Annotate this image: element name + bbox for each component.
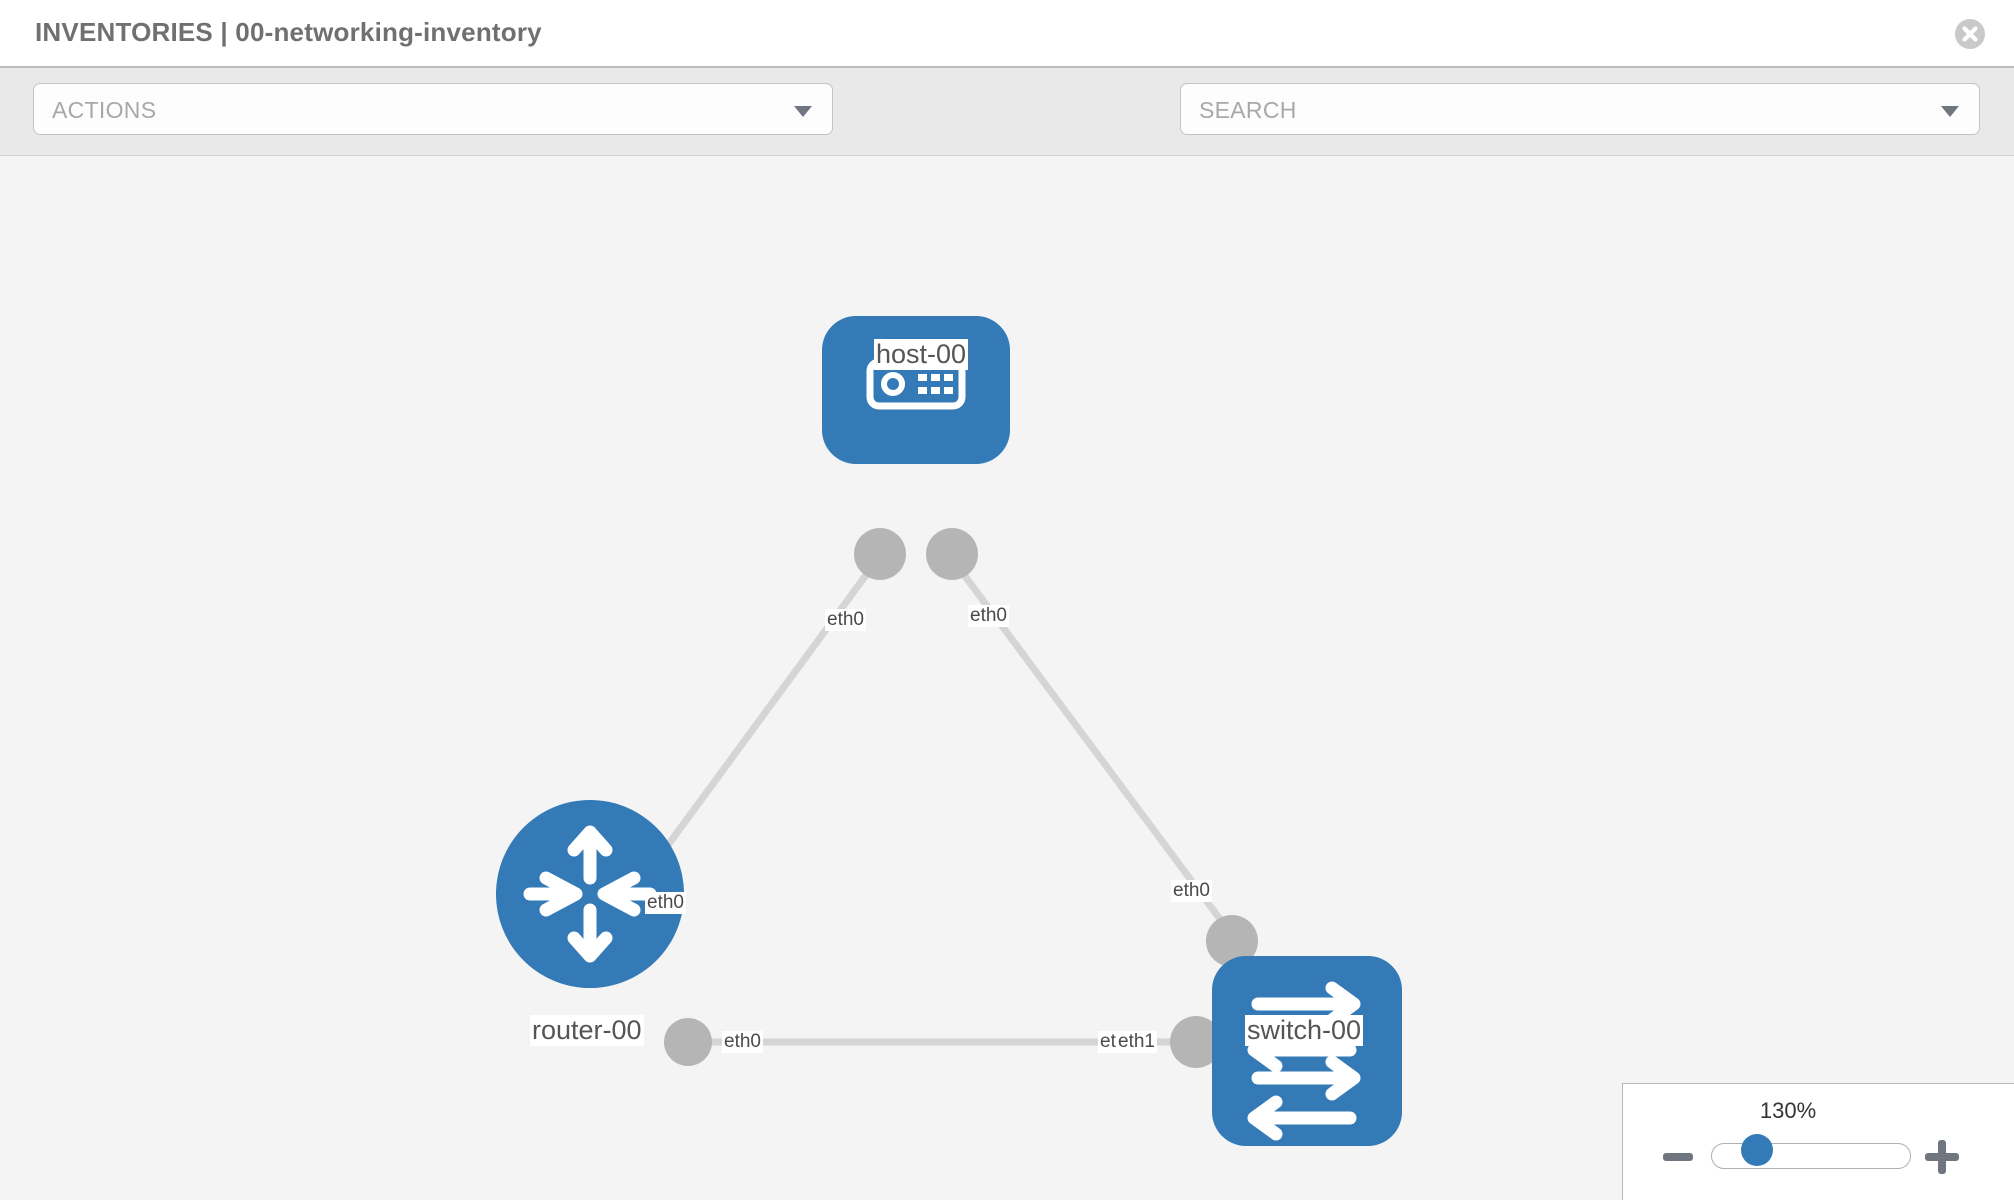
search-input[interactable]: SEARCH xyxy=(1180,83,1980,135)
endpoint-router00-east xyxy=(664,1018,712,1066)
link-host00-router00 xyxy=(657,553,883,859)
zoom-level-label: 130% xyxy=(1759,1098,1817,1123)
endpoint-host00-right xyxy=(926,528,978,580)
zoom-control-panel: 130% xyxy=(1622,1083,2014,1200)
topology-links xyxy=(657,553,1243,1046)
iface-label: eth0 xyxy=(968,605,1009,627)
node-switch-00 xyxy=(1212,956,1402,1146)
topology-endpoints xyxy=(664,528,1258,1068)
search-placeholder: SEARCH xyxy=(1199,97,1297,123)
zoom-slider-thumb[interactable] xyxy=(1741,1134,1773,1166)
node-label-host-00: host-00 xyxy=(874,339,969,370)
toolbar: ACTIONS SEARCH xyxy=(0,68,2014,195)
page-header: INVENTORIES | 00-networking-inventory xyxy=(0,0,2014,68)
topology-graph xyxy=(496,316,1402,1146)
iface-label: eth1 xyxy=(1116,1031,1157,1053)
iface-label: eth0 xyxy=(825,609,866,631)
chevron-down-icon xyxy=(1941,106,1959,117)
actions-dropdown-label: ACTIONS xyxy=(52,97,157,123)
page-title: INVENTORIES | 00-networking-inventory xyxy=(35,17,542,47)
iface-label: eth0 xyxy=(645,892,686,914)
node-router-00 xyxy=(496,800,684,988)
zoom-out-button[interactable] xyxy=(1661,1140,1695,1174)
topology-canvas[interactable]: host-00 router-00 switch-00 eth0 eth0 et… xyxy=(0,156,2014,1200)
close-icon[interactable] xyxy=(1954,18,1986,50)
iface-label: eth0 xyxy=(722,1031,763,1053)
chevron-down-icon xyxy=(794,106,812,117)
zoom-in-button[interactable] xyxy=(1923,1138,1961,1176)
node-label-router-00: router-00 xyxy=(530,1015,644,1046)
node-label-switch-00: switch-00 xyxy=(1245,1015,1364,1046)
actions-dropdown[interactable]: ACTIONS xyxy=(33,83,833,135)
endpoint-switch00-west xyxy=(1170,1016,1222,1068)
endpoint-host00-left xyxy=(854,528,906,580)
endpoint-switch00-nw xyxy=(1206,915,1258,967)
iface-label: eth0 xyxy=(1171,880,1212,902)
